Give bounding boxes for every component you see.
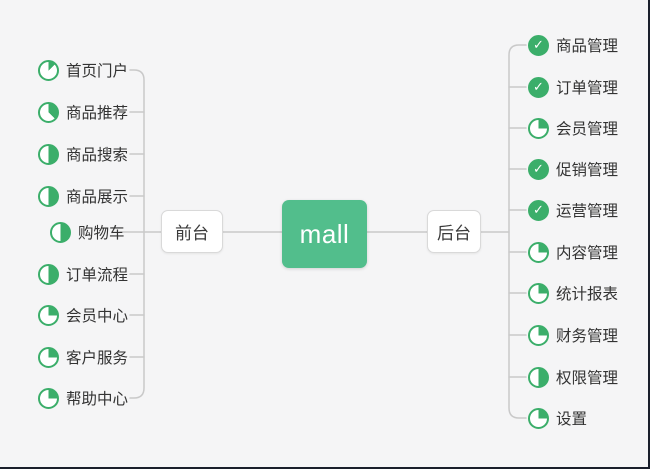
topic-label: 订单流程 (66, 267, 129, 284)
back-topic-row[interactable]: 设置 (528, 405, 587, 431)
topic-label: 会员管理 (556, 121, 619, 138)
topic-label: 运营管理 (556, 203, 619, 220)
progress-pie-icon (38, 143, 59, 165)
progress-pie-icon (38, 59, 59, 81)
branch-node-label: 后台 (437, 224, 471, 243)
front-topic-row[interactable]: 帮助中心 (38, 385, 128, 411)
progress-pie-icon (528, 324, 549, 346)
front-topic-row[interactable]: 商品搜索 (38, 141, 128, 167)
check-circle-icon (528, 199, 549, 221)
check-circle-icon (528, 76, 549, 98)
branch-node-front[interactable]: 前台 (161, 210, 223, 253)
front-topic-row[interactable]: 订单流程 (38, 261, 128, 287)
progress-pie-icon (38, 304, 59, 326)
topic-label: 商品搜索 (66, 147, 129, 164)
root-node-label: mall (299, 218, 350, 249)
topic-label: 权限管理 (556, 370, 619, 387)
branch-node-back[interactable]: 后台 (427, 210, 481, 253)
root-node-mall[interactable]: mall (282, 200, 367, 268)
back-topic-row[interactable]: 会员管理 (528, 115, 618, 141)
back-topic-row[interactable]: 促销管理 (528, 156, 618, 182)
topic-label: 订单管理 (556, 80, 619, 97)
topic-label: 帮助中心 (66, 391, 129, 408)
front-topic-row[interactable]: 会员中心 (38, 302, 128, 328)
back-topic-row[interactable]: 内容管理 (528, 239, 618, 265)
back-topic-row[interactable]: 财务管理 (528, 322, 618, 348)
back-topic-row[interactable]: 统计报表 (528, 280, 618, 306)
progress-pie-icon (528, 282, 549, 304)
topic-label: 内容管理 (556, 245, 619, 262)
front-topic-row[interactable]: 首页门户 (38, 57, 128, 83)
back-topic-row[interactable]: 权限管理 (528, 364, 618, 390)
progress-pie-icon (38, 387, 59, 409)
back-topic-row[interactable]: 商品管理 (528, 32, 618, 58)
progress-pie-icon (528, 241, 549, 263)
topic-label: 促销管理 (556, 162, 619, 179)
front-topic-row[interactable]: 客户服务 (38, 344, 128, 370)
topic-label: 商品管理 (556, 38, 619, 55)
topic-label: 财务管理 (556, 328, 619, 345)
progress-pie-icon (38, 263, 59, 285)
progress-pie-icon (38, 185, 59, 207)
progress-pie-icon (528, 117, 549, 139)
back-topic-row[interactable]: 订单管理 (528, 74, 618, 100)
topic-label: 会员中心 (66, 308, 129, 325)
progress-pie-icon (528, 366, 549, 388)
progress-pie-icon (528, 407, 549, 429)
front-topic-row[interactable]: 商品展示 (38, 183, 128, 209)
progress-pie-icon (38, 346, 59, 368)
progress-pie-icon (50, 221, 71, 243)
back-topic-row[interactable]: 运营管理 (528, 197, 618, 223)
check-circle-icon (528, 158, 549, 180)
topic-label: 设置 (556, 411, 588, 428)
front-topic-row[interactable]: 购物车 (50, 219, 125, 245)
topic-label: 商品推荐 (66, 105, 129, 122)
progress-pie-icon (38, 101, 59, 123)
topic-label: 商品展示 (66, 189, 129, 206)
topic-label: 统计报表 (556, 286, 619, 303)
check-circle-icon (528, 34, 549, 56)
branch-node-label: 前台 (175, 224, 209, 243)
topic-label: 首页门户 (66, 63, 129, 80)
front-topic-row[interactable]: 商品推荐 (38, 99, 128, 125)
topic-label: 购物车 (78, 225, 125, 242)
topic-label: 客户服务 (66, 350, 129, 367)
